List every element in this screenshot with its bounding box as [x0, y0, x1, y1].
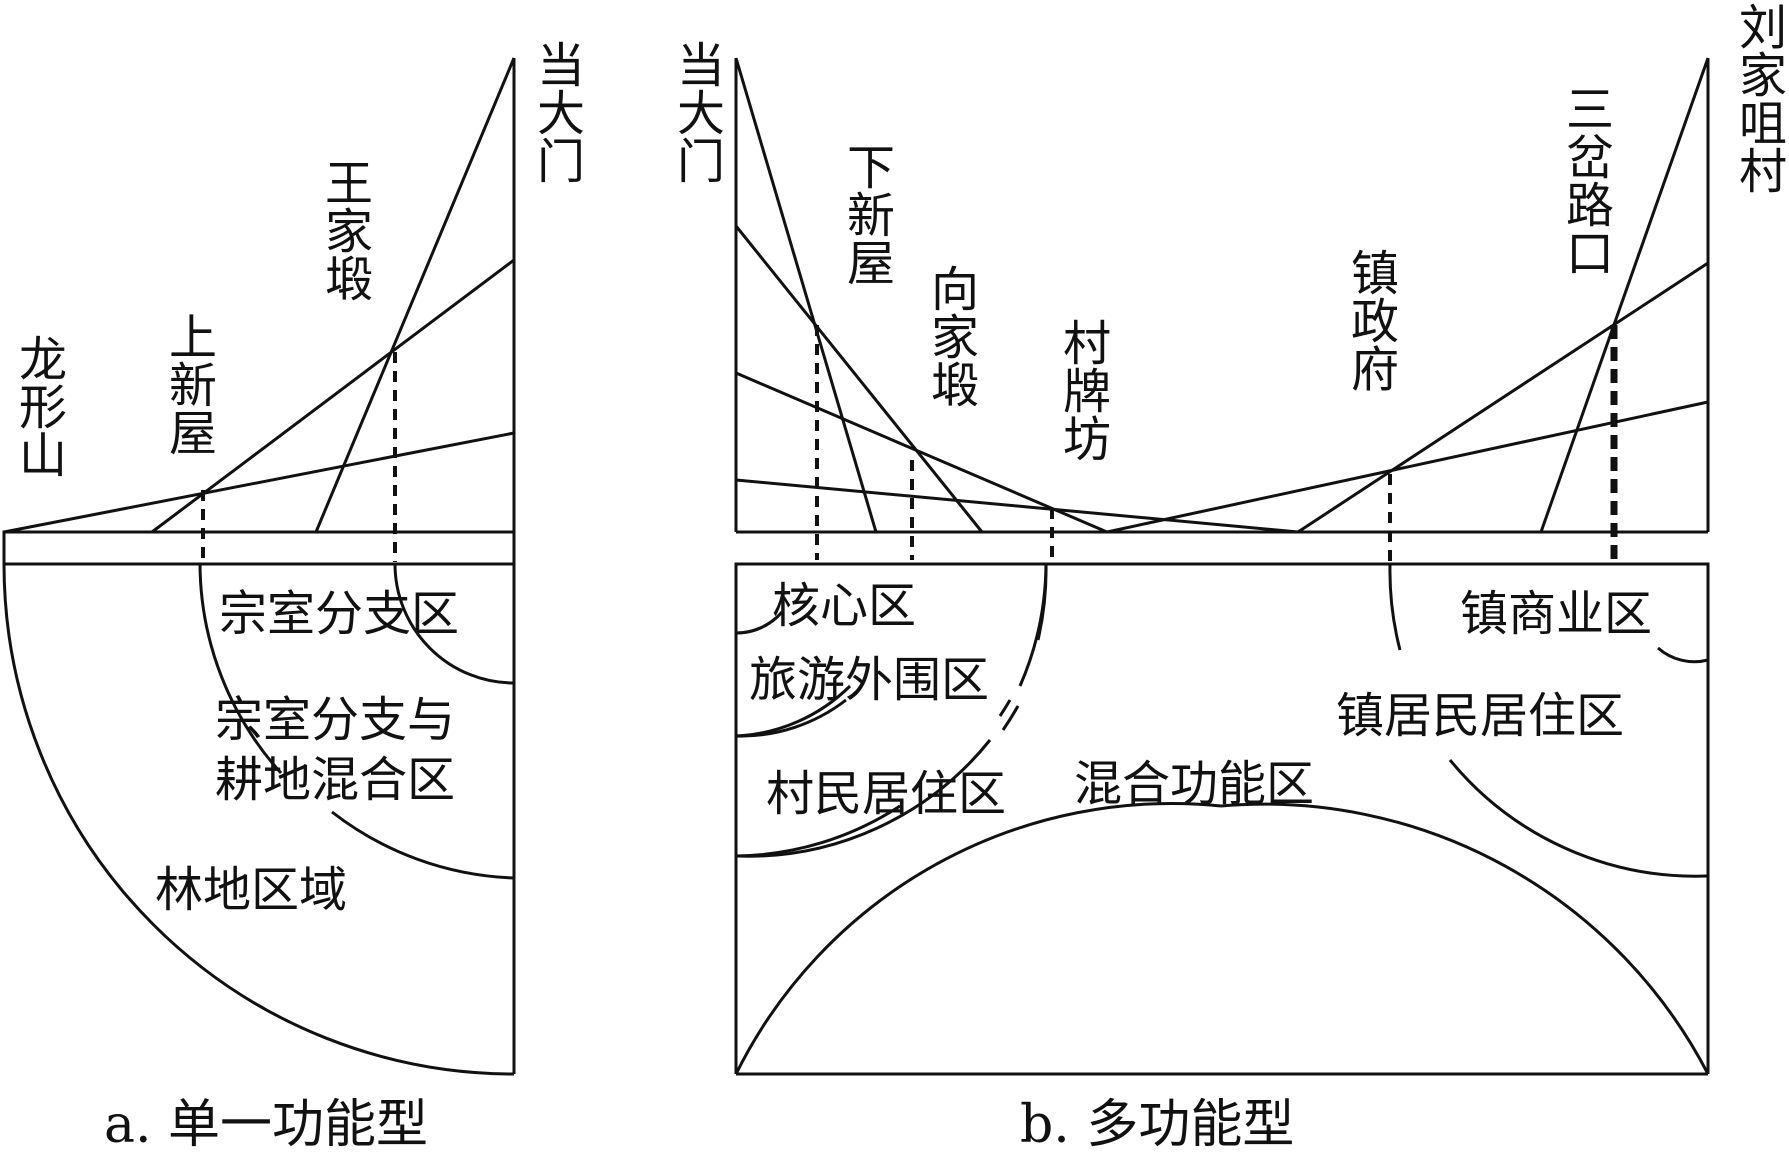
a-strip: [2, 530, 516, 566]
b-label-zhenzhengfu: 镇政府: [1342, 248, 1398, 392]
b-rent-tourism: [734, 225, 984, 533]
b-zone-village-res: 村民居住区: [766, 766, 1006, 822]
b-rent-town-res: [1297, 261, 1709, 534]
a-branch-arc: [393, 563, 515, 685]
a-label-dangdamen: 当大门: [528, 40, 584, 184]
a-label-longxingshan: 龙形山: [10, 334, 66, 478]
b-village-boundary-lower: [735, 739, 992, 858]
a-rent-line-flat: [3, 431, 515, 534]
b-rent-core: [734, 57, 878, 533]
b-village-boundary-top: [1036, 563, 1048, 641]
a-zone-mixed-line2: 耕地混合区: [215, 752, 455, 808]
b-commerce-boundary: [1657, 646, 1709, 664]
b-mixed-left-lobe-2: [734, 802, 1222, 1075]
b-village-arc-mid: [998, 699, 1012, 717]
diagram-b: 当大门 下新屋 向家塅 村牌坊 镇政府 三岔路口 刘家咀村 核心区 旅游外围区 …: [668, 2, 1786, 1153]
a-rent-line-steep: [314, 57, 516, 533]
b-zone-core: 核心区: [772, 578, 916, 634]
a-mixed-arc-lower: [331, 810, 515, 880]
b-label-xiangjiaduan: 向家塅: [922, 264, 978, 408]
a-zone-forest: 林地区域: [155, 862, 347, 918]
b-rent-mixed-left: [735, 478, 1299, 534]
b-label-dangdamen: 当大门: [668, 40, 724, 184]
b-rent-mixed-right: [1106, 400, 1709, 534]
b-label-cunpaifang: 村牌坊: [1054, 318, 1110, 462]
a-label-shangxinwu: 上新屋: [160, 312, 216, 456]
b-rent-village: [735, 371, 1108, 534]
b-label-liujiajucun: 刘家咀村: [1730, 2, 1786, 194]
b-mixed-zone-right-arc: [1220, 802, 1710, 1075]
diagram-a: 龙形山 上新屋 王家塅 当大门 宗室分支区 宗室分支与 耕地混合区 林地区域 a…: [2, 40, 584, 1153]
b-townres-boundary-upper: [1388, 563, 1402, 651]
a-label-wangjiaduan: 王家塅: [316, 158, 372, 302]
a-rent-line-mid: [151, 258, 515, 534]
a-forest-arc: [2, 563, 515, 1076]
b-label-xiaxinwu: 下新屋: [838, 142, 894, 286]
b-townres-boundary-lower: [1448, 759, 1709, 878]
a-zone-branch: 宗室分支区: [219, 586, 459, 642]
b-rent-commerce: [1539, 57, 1710, 533]
a-caption: a. 单一功能型: [104, 1095, 428, 1153]
b-zone-tourism: 旅游外围区: [749, 652, 989, 708]
b-label-sanchalukou: 三岔路口: [1557, 84, 1613, 276]
b-zone-town-commerce: 镇商业区: [1460, 586, 1652, 642]
b-zone-town-res: 镇居民居住区: [1336, 688, 1624, 744]
a-mixed-arc-upper: [198, 563, 283, 775]
b-zone-mixed: 混合功能区: [1074, 756, 1314, 812]
b-core-boundary: [735, 611, 784, 635]
b-caption: b. 多功能型: [1020, 1095, 1294, 1153]
a-zone-mixed-line1: 宗室分支与: [215, 692, 455, 748]
b-tourism-boundary-visible: [735, 684, 852, 738]
b-village-boundary-mid: [1001, 705, 1020, 731]
